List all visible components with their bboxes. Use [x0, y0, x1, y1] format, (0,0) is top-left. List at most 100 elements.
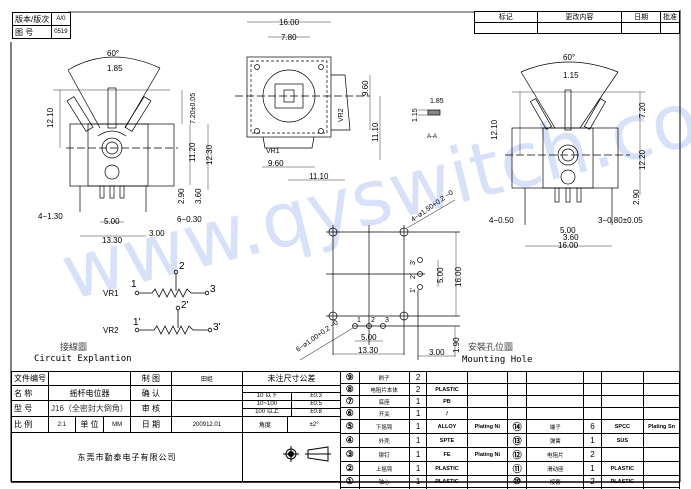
material: FE [426, 447, 468, 462]
version-label: 版本/版次 [11, 12, 53, 26]
item-number: ⑤ [340, 419, 360, 434]
item-number: ⑥ [340, 407, 360, 420]
part-name: 刷子 [358, 371, 410, 384]
dim: 3.60 [563, 233, 579, 242]
dim: 7.80 [281, 33, 297, 42]
hole-label: 3 [385, 317, 389, 324]
circuit-diagram [134, 269, 213, 335]
dim: 7.20 [638, 102, 647, 118]
material [600, 447, 645, 462]
scale-value: 2:1 [48, 416, 76, 433]
finishing: Plating Sn [643, 419, 680, 434]
unit-label: 单 位 [74, 416, 105, 433]
dim: 5.00 [361, 333, 377, 342]
dim: 2.90 [632, 189, 641, 205]
finishing [466, 371, 508, 384]
material: PB [426, 395, 468, 408]
hole-label: 2' [410, 274, 417, 279]
unit-value: MM [103, 416, 131, 433]
finishing [643, 461, 680, 476]
item-number: ⑪ [506, 461, 528, 476]
part-name: 外壳 [358, 433, 410, 448]
material: SUS [600, 433, 645, 448]
tolerance-value: ±0.3 [310, 393, 322, 399]
dim: 7.20±0.05 [190, 93, 197, 124]
dim: 3.60 [194, 188, 203, 204]
circuit-labels: VR1 VR2 1 2 3 1' 2' 3' 接線圖 Circuit Expla… [34, 261, 221, 364]
right-view-dimensions: 60° 1.15 12.10 7.20 12.20 2.90 4−0.50 3−… [489, 53, 647, 250]
drawn-label: 制 图 [129, 371, 172, 386]
left-view-dimensions: 60° 1.85 12.10 7.20±0.05 11.20 12.30 2.9… [38, 49, 214, 245]
dim: 12.30 [205, 144, 214, 165]
part-name: 开关 [358, 407, 410, 420]
item-number: ⑧ [340, 383, 360, 396]
quantity: 6 [583, 419, 602, 434]
name-label: 名 称 [11, 385, 49, 401]
right-view [505, 61, 645, 247]
left-view [53, 56, 209, 237]
material [426, 371, 468, 384]
quantity: 1 [408, 461, 428, 476]
pin-label: 2 [179, 261, 185, 272]
material: ALLOY [426, 419, 468, 434]
pin-label: 1 [131, 279, 137, 290]
mounting-title-cn: 安裝孔位圖 [468, 341, 513, 352]
quantity: 1 [408, 475, 428, 488]
vr1-label: VR1 [266, 148, 280, 155]
hole-label: 3' [410, 260, 417, 265]
dim: 1.90 [452, 337, 461, 353]
revision-col-date: 日期 [621, 11, 661, 23]
dim: 3.00 [429, 348, 445, 357]
dim-angle: 60° [563, 53, 575, 62]
finishing [466, 433, 508, 448]
material: PLASTIC [426, 461, 468, 476]
confirm-label: 确 认 [129, 385, 172, 401]
dim: 12.10 [46, 107, 55, 128]
item-number: ⑬ [506, 433, 528, 448]
company-name: 东莞市勤泰电子有限公司 [11, 432, 243, 482]
top-view [235, 21, 441, 181]
quantity: 2 [583, 475, 602, 488]
pin-label: 3 [210, 284, 216, 295]
watermark: www.qyswitch.com [53, 55, 691, 317]
dim: 5.00 [104, 217, 120, 226]
circuit-title-cn: 接線圖 [60, 341, 87, 352]
drawing-no-label: 图 号 [11, 25, 53, 39]
dim: 13.30 [358, 346, 379, 355]
part-name: 上摇臂 [358, 461, 410, 476]
pin-label: 1' [133, 317, 141, 328]
part-name: 滑动座 [526, 461, 585, 476]
part-name: 轴心 [358, 475, 410, 488]
part-name: 端子 [526, 419, 585, 434]
vr2-label: VR2 [103, 326, 119, 335]
column-header: QTY. [408, 487, 428, 489]
finishing [466, 395, 508, 408]
model-label: 型 号 [11, 400, 49, 417]
quantity: 1 [583, 461, 602, 476]
column-header: QTY. [583, 487, 602, 489]
review-label: 审 核 [129, 400, 172, 417]
product-name: 摇杆电位器 [48, 385, 131, 401]
quantity: 1 [408, 447, 428, 462]
quantity: 1 [408, 419, 428, 434]
tolerance-title: 未注尺寸公差 [241, 371, 342, 386]
dim: 4−1.30 [38, 212, 63, 221]
item-number: ① [340, 475, 360, 488]
quantity: 2 [583, 447, 602, 462]
hole-label: 1' [410, 288, 417, 293]
title-block: 文件编号 制 图 田姐 未注尺寸公差 名 称 摇杆电位器 确 认 10 以下±0… [11, 371, 342, 482]
version-value: A/0 [51, 12, 71, 26]
dim: 1.15 [412, 108, 419, 122]
column-header: MATERIAL [426, 487, 468, 489]
revision-table: 标记 更改内容 日期 批准 [474, 11, 680, 34]
dim: 9.60 [268, 159, 284, 168]
dim: 3−0.80±0.05 [598, 216, 643, 225]
material: SPCC [600, 419, 645, 434]
